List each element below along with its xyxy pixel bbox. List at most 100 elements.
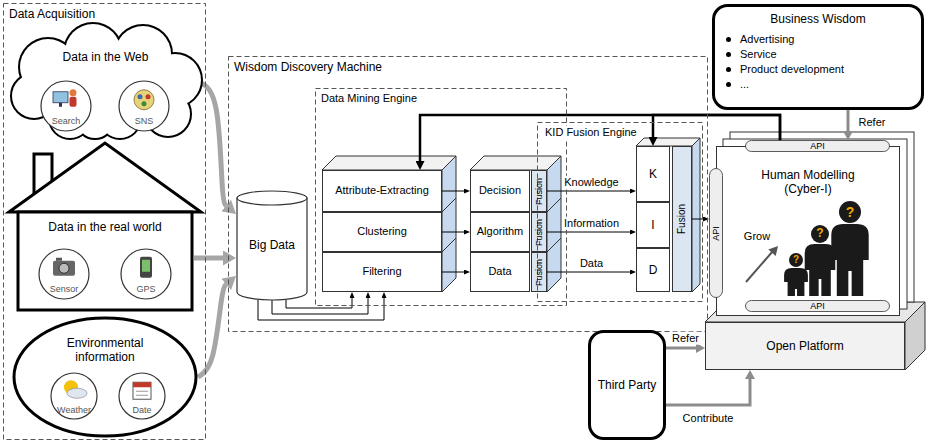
list-item: Product development [740,62,844,77]
node-label: D [649,263,658,277]
dashed-border [229,57,708,332]
text-area: SNS [118,80,170,132]
source-icon [133,382,151,399]
text-row: Advertising [726,32,910,47]
text-area: API [745,140,890,152]
rounded-border [714,6,923,109]
calendar-page [133,382,151,399]
monitor-stand [59,103,62,107]
network-person [142,101,147,106]
region-heading: Data Acquisition [9,7,95,21]
wisdom-box: Business WisdomAdvertisingServiceProduct… [712,4,924,110]
human-head [811,225,829,243]
connector [666,379,750,405]
grow-arrowhead [768,246,778,256]
text-row: Open Platform [766,339,843,353]
box-border [471,171,530,212]
question-mark: ? [793,254,799,266]
text-area: K [636,146,670,202]
text-row: Fusion [526,228,553,237]
node-outline [8,22,203,140]
node-label: Attribute-Extracting [335,184,429,197]
camera-lens [59,263,69,273]
edge-label: Contribute [681,412,736,425]
source-circle: Sensor [38,248,90,300]
connector [547,272,630,273]
text-row: Big Data [249,238,295,252]
text-row: Attribute-Extracting [335,184,429,197]
text-row: Date [132,405,151,416]
source-icon [134,90,154,110]
phone-body [140,257,152,278]
text-area: Data in the Web [8,22,203,140]
text-row: Data in the Web [63,50,149,64]
edge-label: Data [578,257,605,270]
house-shape: Data in the real worldSensor GPS [6,140,204,312]
node-label: Human Modelling (Cyber-I) [758,168,858,197]
box-border [637,249,670,292]
node-label: Big Data [249,238,295,252]
cloud-shape: Data in the WebSearch SNS [8,22,203,140]
text-area: Data in the real world [6,140,204,312]
phone-screen [142,260,150,272]
dashed-border [316,89,567,306]
text-row: Fusion [526,268,553,277]
box-border [637,203,670,248]
region-panel: KID Fusion EngineKIDFusion [537,122,703,302]
region-panel: Data Mining EngineAttribute-ExtractingCl… [315,88,567,306]
bullet-dot [726,37,731,42]
human-head [839,201,861,223]
node-label: Clustering [357,225,407,238]
api-bar: API [745,140,890,152]
human-figures [784,201,869,296]
text-row: Algorithm [477,225,523,238]
kid-box: I [636,202,670,248]
person-head [70,89,77,96]
house-body [18,212,192,310]
text-row: API [810,141,825,152]
connector [200,82,226,206]
text-row: Environmental information [50,336,160,365]
block-edge [442,238,456,252]
text-row: Data Acquisition [9,7,95,21]
circle-border [41,81,91,131]
text-row: Filtering [362,265,401,278]
text-area: D [636,248,670,292]
source-icon [53,258,75,276]
fusion-strip: Fusion [672,146,692,292]
text-row: Wisdom Discovery Machine [234,60,382,74]
connector [198,284,226,377]
block-side-face [692,138,700,292]
node-label: Search [52,116,81,127]
text-row: Clustering [357,225,407,238]
bullet-dot [726,82,731,87]
box-border [637,147,670,202]
box-border [323,253,442,292]
block-edge [442,198,456,212]
node-label: Sensor [50,284,79,295]
connector [194,256,223,261]
circle-border [51,373,97,419]
text-area: Third Party [588,330,666,440]
text-area: Filtering [322,252,442,292]
cloud-icon [67,388,87,398]
calendar-grid [136,395,148,396]
kid-box: K [636,146,670,202]
list-item: Service [740,47,777,62]
text-row: Business Wisdom [726,11,910,27]
text-row: GPS [136,284,155,295]
process-box: Data [470,252,530,292]
edge-label: Knowledge [562,176,620,189]
node-label: Fusion [535,177,544,204]
node-label: SNS [135,116,154,127]
box-border [323,213,442,252]
text-area: Search [40,80,92,132]
cloud-fill [12,24,201,138]
party-box: Third Party [588,330,666,440]
text-area: I [636,202,670,248]
box-border [532,213,547,252]
house-roof [9,143,201,212]
fusion-strip: Fusion [531,212,547,252]
monitor-icon [53,92,68,103]
